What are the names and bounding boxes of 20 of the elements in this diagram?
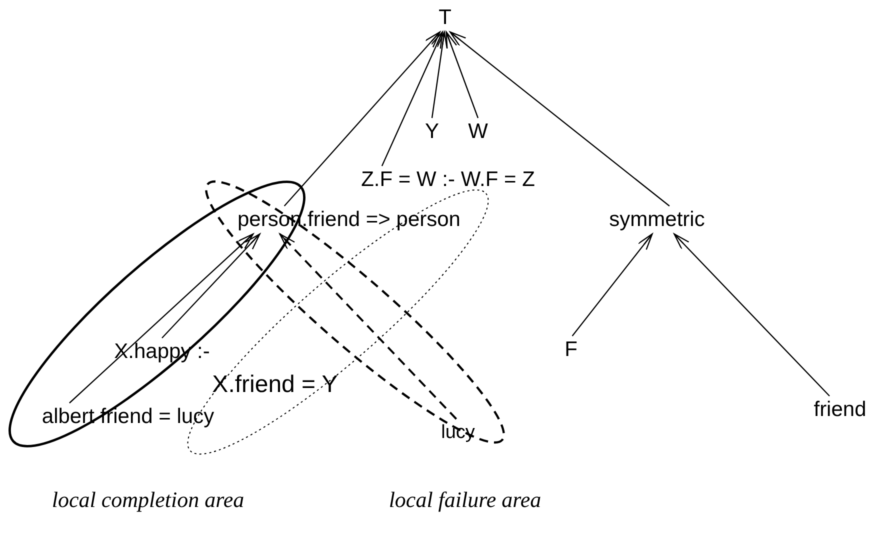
arrow — [450, 31, 670, 206]
arrow — [69, 233, 254, 404]
term-label: Z.F = W :- W.F = Z — [361, 168, 535, 192]
arrow — [446, 31, 479, 118]
arrow — [674, 233, 830, 396]
term-label: albert friend = lucy — [42, 405, 214, 429]
arrow — [431, 31, 448, 118]
area-caption: local failure area — [388, 486, 542, 514]
term-label: symmetric — [609, 208, 705, 232]
term-label: X.friend = Y — [212, 373, 338, 397]
term-label: T — [438, 6, 452, 30]
term-label: Y — [425, 120, 439, 144]
arrow — [162, 233, 260, 338]
term-label: F — [564, 338, 578, 362]
arrow — [381, 31, 444, 166]
term-label: friend — [814, 398, 866, 422]
arrow — [279, 233, 458, 420]
arrow — [572, 233, 653, 336]
term-label: W — [468, 120, 488, 144]
area-caption: local completion area — [50, 486, 246, 514]
